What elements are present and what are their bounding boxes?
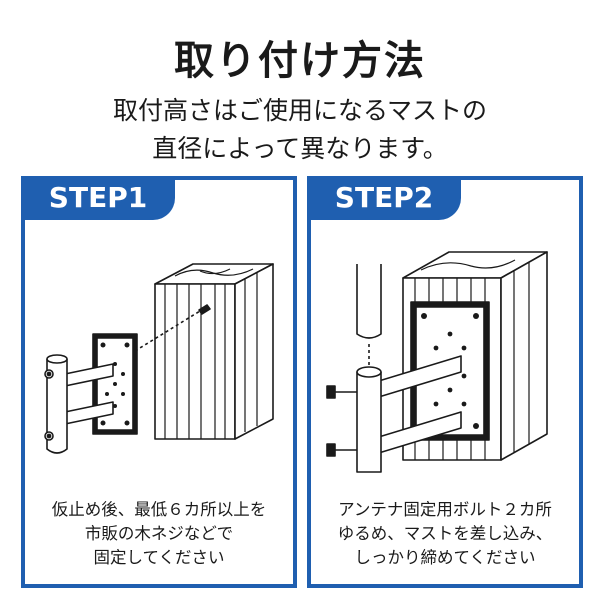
- step2-caption-line-2: ゆるめ、マストを差し込み、: [337, 524, 553, 543]
- wood-screw: [134, 304, 211, 352]
- subtitle-line-1: 取付高さはご使用になるマストの: [112, 96, 487, 125]
- subtitle-line-2: 直径によって異なります。: [152, 134, 448, 163]
- step1-badge: STEP1: [21, 176, 175, 220]
- step1-illustration: [44, 263, 274, 454]
- step2-badge: STEP2: [307, 176, 461, 220]
- step2-caption-line-3: しっかり締めてください: [354, 548, 536, 567]
- mast-pole: [356, 264, 382, 366]
- page-subtitle: 取付高さはご使用になるマストの 直径によって異なります。: [0, 92, 600, 168]
- step2-illustration: [326, 251, 548, 473]
- step1-panel: STEP1: [21, 176, 297, 588]
- step1-caption-line-3: 固定してください: [93, 548, 225, 567]
- clamp-bolts: [326, 385, 357, 457]
- step1-caption: 仮止め後、最低６カ所以上を 市販の木ネジなどで 固定してください: [25, 498, 293, 570]
- mounting-plate: [92, 333, 138, 435]
- page-title: 取り付け方法: [174, 38, 426, 84]
- wooden-post: [154, 263, 274, 440]
- clamp-pipe: [356, 366, 382, 473]
- step2-panel: STEP2: [307, 176, 583, 588]
- step1-caption-line-1: 仮止め後、最低６カ所以上を: [51, 500, 267, 519]
- step2-caption: アンテナ固定用ボルト２カ所 ゆるめ、マストを差し込み、 しっかり締めてください: [311, 498, 579, 570]
- clamp-pipe: [44, 354, 68, 454]
- step2-caption-line-1: アンテナ固定用ボルト２カ所: [338, 500, 552, 519]
- step1-caption-line-2: 市販の木ネジなどで: [84, 524, 234, 543]
